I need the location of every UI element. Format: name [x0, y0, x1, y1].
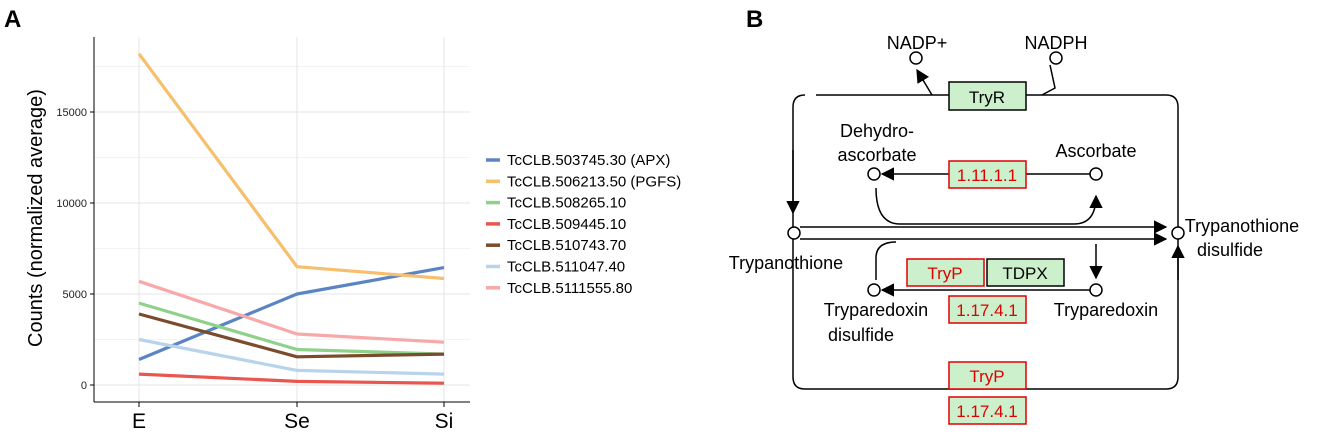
- x-ticks: E Se Si: [132, 402, 454, 433]
- tryparedoxin-disulfide-node: [867, 283, 881, 297]
- series-line-3: [138, 301, 445, 356]
- trypanothione-disulfide-label-2: disulfide: [1197, 240, 1263, 260]
- ec-1-11-1-1-label: 1.11.1.1: [957, 166, 1017, 185]
- y-tick-label: 15000: [56, 107, 87, 119]
- trypanothione-label: Trypanothione: [729, 253, 843, 273]
- tryp-label-2: TryP: [969, 367, 1004, 386]
- nadph-label: NADPH: [1024, 33, 1087, 53]
- nadph-line: [1041, 64, 1056, 96]
- tryparedoxin-node: [1089, 283, 1103, 297]
- tryparedoxin-disulfide-label-2: disulfide: [828, 325, 894, 345]
- nadph-node: [1049, 51, 1063, 65]
- dehydroascorbate-label-1: Dehydro-: [840, 121, 914, 141]
- ec-1-17-4-1-box-b: [948, 396, 1027, 425]
- y-tick-label: 0: [81, 380, 87, 392]
- legend: TcCLB.503745.30 (APX) TcCLB.506213.50 (PG…: [486, 152, 681, 297]
- nadp-plus-label: NADP+: [887, 33, 948, 53]
- tryparedoxin-disulfide-label-1: Tryparedoxin: [824, 300, 928, 320]
- series-line-2: [137, 52, 445, 281]
- series-lines: [137, 52, 445, 385]
- nadp-plus-node: [909, 51, 923, 65]
- ascorbate-label: Ascorbate: [1055, 141, 1136, 161]
- tryp-label-1: TryP: [927, 264, 962, 283]
- tdpx-box: [986, 258, 1065, 287]
- plot-area: [94, 37, 470, 402]
- series-line-1: [138, 266, 445, 361]
- outer-cycle-line: [792, 94, 1179, 390]
- ec-1-11-1-1-box: [948, 160, 1027, 189]
- tryparedoxin-label: Tryparedoxin: [1054, 300, 1158, 320]
- legend-label: TcCLB.5111555.80: [507, 280, 632, 297]
- grid: [94, 37, 470, 402]
- ec-1-17-4-1-label-b: 1.17.4.1: [956, 402, 1017, 421]
- tryr-label: TryR: [969, 88, 1005, 107]
- nadp-arrow: [916, 68, 933, 96]
- y-ticks: 0 5000 10000 15000: [56, 107, 94, 392]
- tryp-box-1: [906, 258, 985, 287]
- series-line-6: [138, 337, 445, 376]
- tryparedoxin-disulfide-line: [875, 241, 897, 280]
- ec-1-17-4-1-label-a: 1.17.4.1: [956, 301, 1017, 320]
- legend-label: TcCLB.511047.40: [507, 259, 625, 276]
- ascorbate-node: [1089, 167, 1103, 181]
- x-tick-label: Si: [435, 410, 454, 431]
- legend-label: TcCLB.509445.10: [507, 216, 626, 233]
- dehydroascorbate-node: [867, 167, 881, 181]
- legend-label: TcCLB.508265.10: [507, 195, 626, 212]
- legend-label: TcCLB.506213.50 (PGFS): [507, 173, 681, 190]
- trypanothione-disulfide-label-1: Trypanothione: [1185, 216, 1299, 236]
- y-tick-label: 5000: [63, 289, 87, 301]
- legend-label: TcCLB.510743.70: [507, 237, 626, 254]
- legend-label: TcCLB.503745.30 (APX): [507, 152, 670, 169]
- y-tick-label: 10000: [56, 198, 87, 210]
- tryp-box-2: [948, 361, 1027, 390]
- panel-a: A 0 5000 10000 15000 E Se Si Counts (normaliz…: [4, 6, 681, 433]
- trypanothione-disulfide-node: [1171, 226, 1185, 240]
- dehydroascorbate-label-2: ascorbate: [837, 145, 916, 165]
- tryr-box: [948, 81, 1027, 111]
- series-line-4: [138, 372, 445, 385]
- series-line-7: [138, 279, 445, 344]
- trypanothione-node: [787, 226, 801, 240]
- panel-b: B NADP+ NADPH TryR Dehydro- ascorbate As…: [700, 0, 1324, 431]
- line-chart: A 0 5000 10000 15000 E Se Si Counts (normaliz…: [4, 6, 681, 433]
- series-line-5: [138, 312, 445, 359]
- x-tick-label: Se: [284, 410, 310, 431]
- ascorbate-coupling-line: [875, 187, 1103, 225]
- y-axis-label: Counts (normalized average): [25, 89, 47, 347]
- pathway-diagram: B NADP+ NADPH TryR Dehydro- ascorbate As…: [729, 6, 1299, 425]
- panel-letter-a: A: [4, 6, 21, 33]
- tdpx-label: TDPX: [1002, 264, 1047, 283]
- x-tick-label: E: [132, 410, 146, 431]
- ec-1-17-4-1-box-a: [948, 295, 1027, 324]
- panel-letter-b: B: [746, 6, 763, 33]
